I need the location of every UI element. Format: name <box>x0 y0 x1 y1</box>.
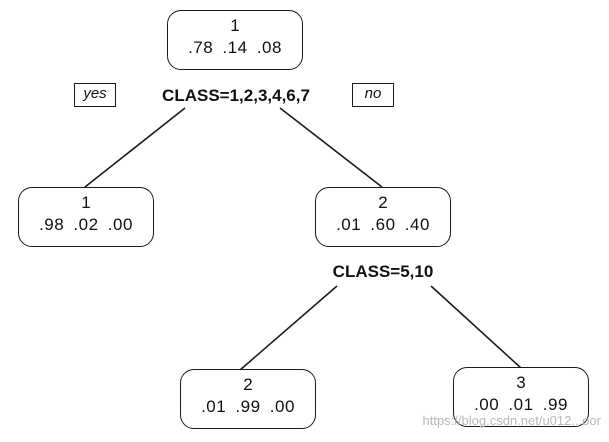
node-left: 1 .98 .02 .00 <box>18 187 154 247</box>
node-right-class: 2 <box>378 193 388 212</box>
no-branch-tag: no <box>352 83 394 107</box>
node-left-probs: .98 .02 .00 <box>39 215 133 234</box>
node-right-left-class: 2 <box>243 375 253 394</box>
split-rule-root: CLASS=1,2,3,4,6,7 <box>162 86 310 105</box>
node-left-class: 1 <box>81 193 91 212</box>
yes-branch-tag: yes <box>74 83 116 107</box>
edge-root-left <box>84 107 186 188</box>
node-right: 2 .01 .60 .40 <box>315 187 451 247</box>
node-right-probs: .01 .60 .40 <box>336 215 430 234</box>
node-root: 1 .78 .14 .08 <box>167 10 303 70</box>
node-right-right-class: 3 <box>516 373 526 392</box>
edge-right-rightright <box>430 285 522 369</box>
node-right-right: 3 .00 .01 .99 <box>453 367 589 427</box>
watermark: https://blog.csdn.net/u012...oor <box>422 413 601 428</box>
yes-tag-label: yes <box>83 85 107 102</box>
split-rule-right: CLASS=5,10 <box>332 262 434 281</box>
edge-right-rightleft <box>239 285 338 371</box>
node-right-right-probs: .00 .01 .99 <box>474 395 568 414</box>
edge-root-right <box>279 107 383 188</box>
node-right-left-probs: .01 .99 .00 <box>201 397 295 416</box>
node-root-class: 1 <box>230 16 240 35</box>
node-root-probs: .78 .14 .08 <box>188 38 282 57</box>
node-right-left: 2 .01 .99 .00 <box>180 369 316 429</box>
no-tag-label: no <box>364 85 382 102</box>
